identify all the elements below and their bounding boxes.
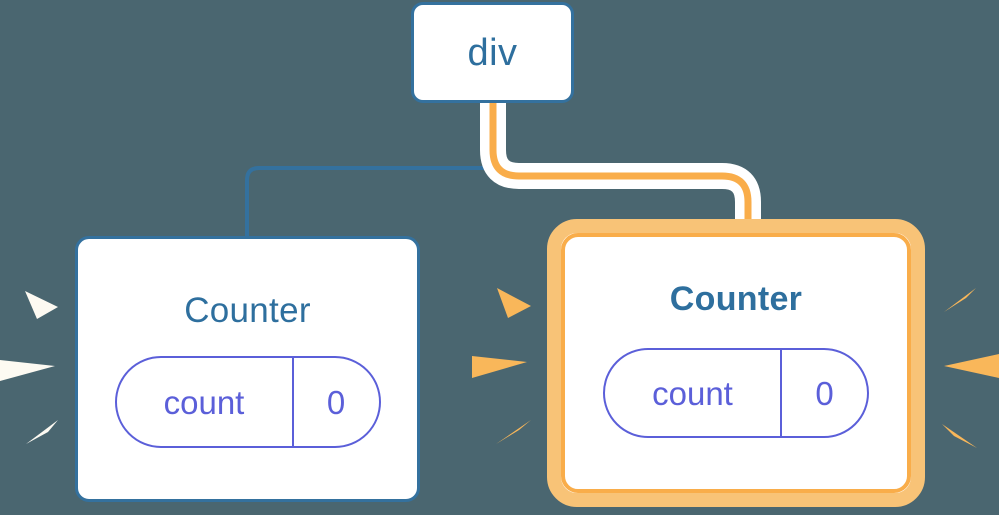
edge-to-right-counter-halo — [480, 103, 761, 238]
edge-to-left-counter — [245, 103, 495, 238]
sparkle-icon — [944, 354, 999, 378]
sparkle-icon — [942, 424, 977, 448]
node-counter-left[interactable]: Counter count 0 — [75, 236, 420, 502]
sparkles-right-of-right-card — [942, 288, 999, 448]
sparkle-icon — [0, 360, 55, 381]
counter-right-state-pill: count 0 — [603, 348, 869, 438]
counter-left-title: Counter — [184, 291, 311, 330]
counter-right-title: Counter — [669, 280, 803, 318]
sparkles-right-of-left-card — [472, 288, 531, 444]
sparkle-icon — [25, 291, 58, 319]
edge-to-right-counter — [489, 103, 752, 238]
sparkle-icon — [472, 356, 527, 378]
sparkle-icon — [26, 420, 58, 444]
node-counter-right[interactable]: Counter count 0 — [547, 219, 925, 507]
counter-left-state-pill: count 0 — [114, 356, 381, 448]
counter-right-state-value: 0 — [815, 374, 834, 412]
sparkle-icon — [496, 420, 531, 444]
counter-right-state-key: count — [605, 350, 782, 436]
counter-left-state-key: count — [117, 358, 294, 446]
node-div[interactable]: div — [411, 2, 574, 103]
sparkle-icon — [944, 288, 976, 312]
sparkle-icon — [497, 288, 531, 318]
counter-left-state-value: 0 — [326, 383, 346, 421]
node-div-label: div — [467, 31, 518, 74]
sparkles-left-of-left-card — [0, 291, 58, 444]
